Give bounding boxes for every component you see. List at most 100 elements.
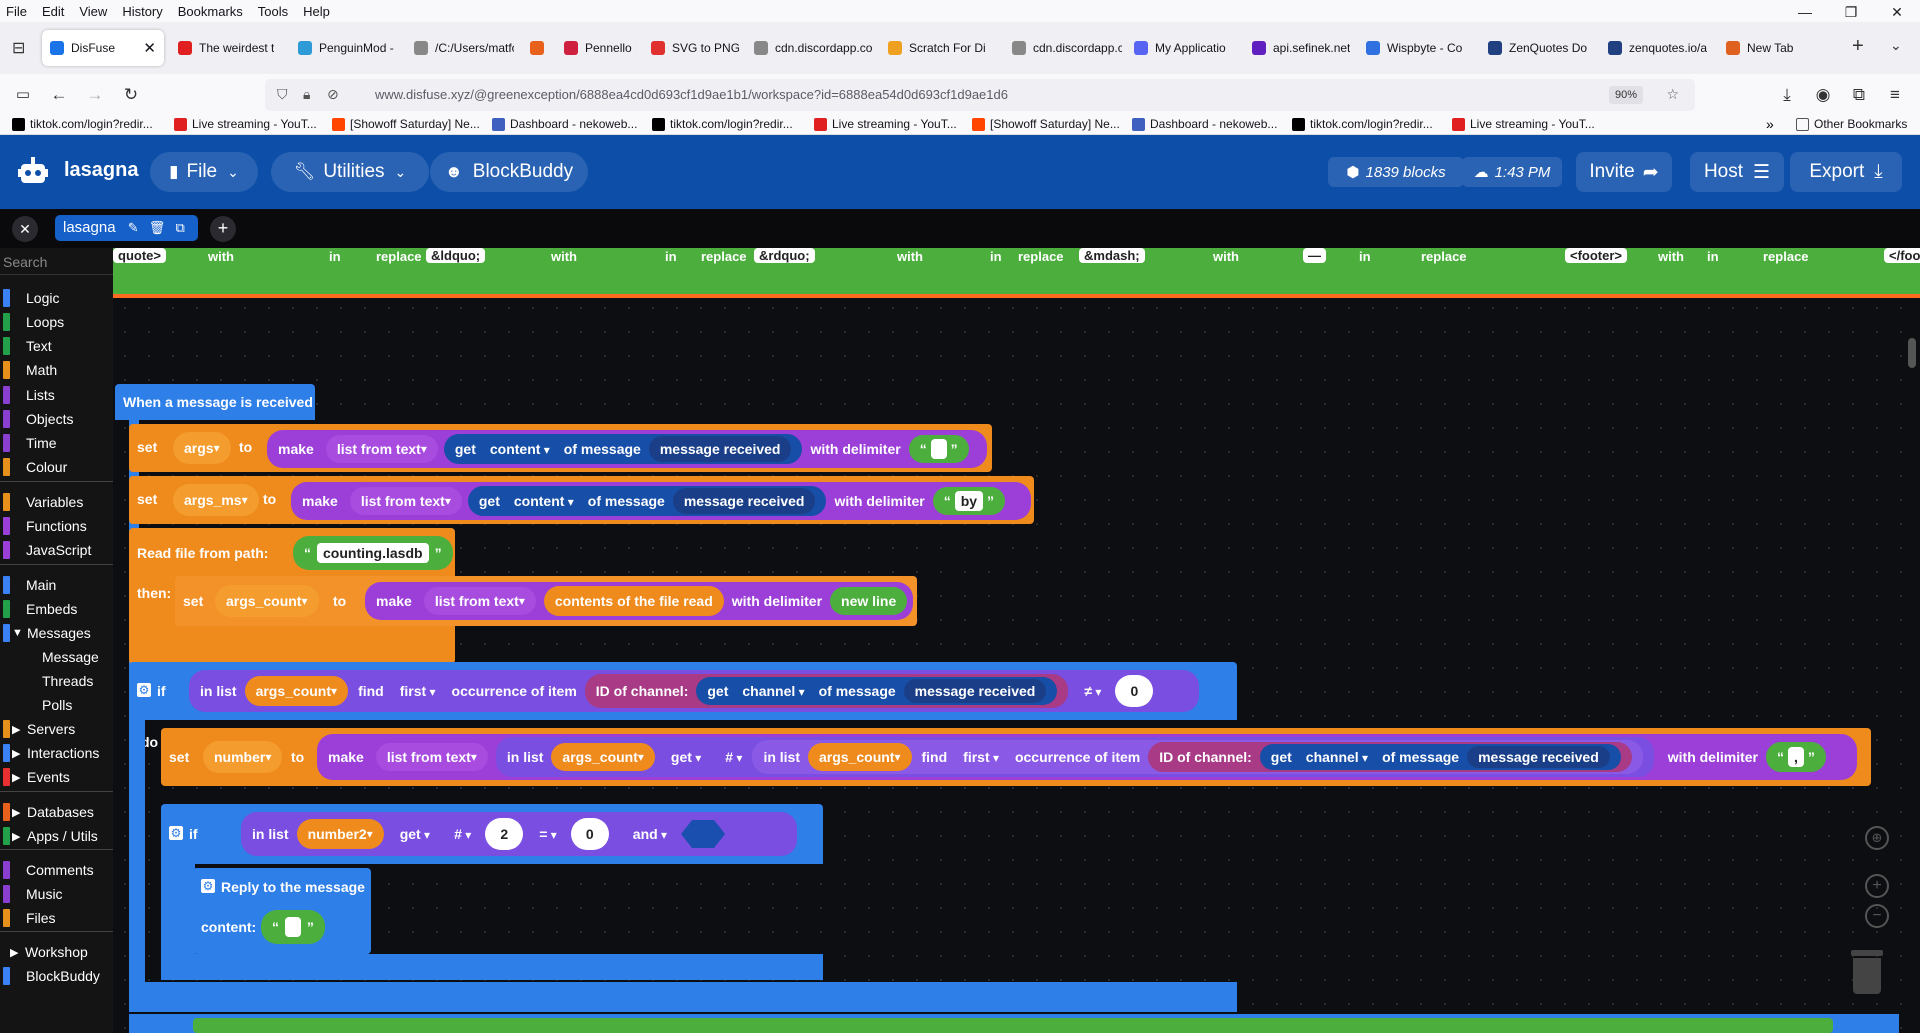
menu-help[interactable]: Help <box>303 3 330 19</box>
get-channel-block[interactable]: get channel of message message received <box>696 677 1058 705</box>
browser-tab[interactable]: api.sefinek.net <box>1244 30 1352 66</box>
sidebar-category[interactable]: Polls <box>42 697 73 713</box>
menu-view[interactable]: View <box>79 3 108 19</box>
sidebar-category[interactable]: Main <box>0 574 113 596</box>
get-mode-dropdown[interactable]: get <box>671 749 701 765</box>
gear-icon[interactable]: ⚙ <box>137 683 151 697</box>
sidebar-category[interactable]: Objects <box>0 408 113 430</box>
sidebar-category[interactable]: ▶Servers <box>0 718 113 740</box>
get-channel-block[interactable]: get channel of message message received <box>1259 744 1621 770</box>
get-content-block[interactable]: get content of message message received <box>467 486 827 516</box>
event-hat-block[interactable]: When a message is received <box>115 384 315 420</box>
sidebar-category[interactable]: Lists <box>0 384 113 406</box>
message-received-reporter[interactable]: message received <box>648 436 792 462</box>
restore-icon[interactable]: ❐ <box>1844 4 1858 20</box>
browser-tab[interactable]: The weirdest t <box>170 30 282 66</box>
index-mode-dropdown[interactable]: # <box>725 749 742 765</box>
minimize-icon[interactable]: — <box>1798 4 1812 20</box>
sidebar-category[interactable]: ▶Interactions <box>0 742 113 764</box>
copy-icon[interactable]: ⧉ <box>175 220 185 235</box>
reply-block[interactable]: ⚙ Reply to the message content: “ ” <box>193 868 371 954</box>
tab-list-icon[interactable]: ⊟ <box>12 40 26 57</box>
trash-icon[interactable]: 🗑︎ <box>148 220 166 235</box>
make-list-block[interactable]: make list from text contents of the file… <box>365 582 913 620</box>
text-literal[interactable]: quote> <box>113 248 166 263</box>
sidebar-category[interactable]: Files <box>0 907 113 929</box>
bookmark-star-icon[interactable]: ☆ <box>1666 86 1679 102</box>
bookmark-item[interactable]: Dashboard - nekoweb... <box>492 117 637 131</box>
zoom-in-icon[interactable]: + <box>1865 874 1889 898</box>
menu-file[interactable]: File <box>6 3 27 19</box>
text-literal[interactable]: &rdquo; <box>754 248 815 263</box>
sidebar-toggle-icon[interactable]: ▭ <box>15 86 31 103</box>
search-input[interactable]: Search <box>0 248 113 275</box>
variable-dropdown[interactable]: args_count <box>244 676 349 706</box>
find-mode-dropdown[interactable]: first <box>963 749 999 765</box>
permissions-icon[interactable]: ⊘ <box>327 86 339 102</box>
text-literal[interactable]: “ by ” <box>932 487 1006 515</box>
message-received-reporter[interactable]: message received <box>1467 746 1610 768</box>
property-dropdown[interactable]: channel <box>1306 749 1368 765</box>
browser-tab[interactable]: cdn.discordapp.co <box>1004 30 1122 66</box>
file-menu-button[interactable]: ▮ File ⌄ <box>150 152 258 192</box>
bookmark-item[interactable]: Dashboard - nekoweb... <box>1132 117 1277 131</box>
list-kind-dropdown[interactable]: list from text <box>325 435 438 463</box>
url-bar[interactable]: ⛉ 🔒︎ ⊘ www.disfuse.xyz/@greenexception/6… <box>265 79 1695 111</box>
browser-tab[interactable] <box>522 30 550 66</box>
bookmark-item[interactable]: Live streaming - YouT... <box>1452 117 1595 131</box>
text-literal[interactable]: “ , ” <box>1765 742 1826 772</box>
text-literal[interactable]: “ ” <box>261 910 325 944</box>
text-literal[interactable]: &mdash; <box>1079 248 1145 263</box>
message-received-reporter[interactable]: message received <box>903 679 1047 703</box>
text-literal[interactable]: — <box>1303 248 1326 263</box>
set-number-block[interactable]: set number to make list from text in lis… <box>161 728 1871 786</box>
sidebar-category[interactable]: Math <box>0 359 113 381</box>
sidebar-category[interactable]: Loops <box>0 311 113 333</box>
variable-dropdown[interactable]: number <box>203 741 283 773</box>
find-occurrence-block[interactable]: in list args_count find first occurrence… <box>752 740 1643 774</box>
get-content-block[interactable]: get content of message message received <box>443 434 803 464</box>
list-get-block[interactable]: in list args_count get # in list args_co… <box>495 737 1654 777</box>
operator-dropdown[interactable]: ≠ <box>1084 683 1101 699</box>
sidebar-category[interactable]: Threads <box>42 673 94 689</box>
get-mode-dropdown[interactable]: get <box>400 826 430 842</box>
sidebar-category[interactable]: ▶Apps / Utils <box>0 825 113 847</box>
property-dropdown[interactable]: content <box>490 441 550 457</box>
new-line-reporter[interactable]: new line <box>830 587 908 615</box>
condition-block[interactable]: in list number2 get # 2 = 0 and <box>241 812 797 856</box>
number-literal[interactable]: 0 <box>1115 675 1154 707</box>
set-args-ms-block[interactable]: set args_ms to make list from text get c… <box>129 476 1034 524</box>
number-literal[interactable]: 2 <box>485 818 524 850</box>
file-contents-reporter[interactable]: contents of the file read <box>543 586 724 616</box>
sidebar-category[interactable]: Embeds <box>0 598 113 620</box>
sidebar-category[interactable]: ▼Messages <box>0 622 113 644</box>
close-workspace-button[interactable]: ✕ <box>12 216 38 242</box>
variable-dropdown[interactable]: args_count <box>808 743 912 771</box>
bookmark-item[interactable]: Live streaming - YouT... <box>174 117 317 131</box>
browser-tab[interactable]: Pennello E <box>556 30 636 66</box>
make-list-block[interactable]: make list from text get content of messa… <box>267 430 987 468</box>
sidebar-category[interactable]: Colour <box>0 456 113 478</box>
account-icon[interactable]: ◉ <box>1815 85 1831 104</box>
sidebar-category[interactable]: Message <box>42 649 99 665</box>
property-dropdown[interactable]: content <box>514 493 574 509</box>
browser-tab[interactable]: My Applicatio <box>1126 30 1238 66</box>
bookmark-item[interactable]: Live streaming - YouT... <box>814 117 957 131</box>
bookmarks-overflow-icon[interactable]: » <box>1766 116 1774 132</box>
browser-tab[interactable]: SVG to PNG – <box>643 30 739 66</box>
export-button[interactable]: Export ⤓ <box>1790 152 1902 192</box>
bookmark-item[interactable]: tiktok.com/login?redir... <box>1292 117 1433 131</box>
browser-tab[interactable]: /C:/Users/matfo/D <box>406 30 514 66</box>
variable-dropdown[interactable]: args <box>173 432 231 464</box>
make-list-block[interactable]: make list from text in list args_count g… <box>317 734 1857 780</box>
window-close-icon[interactable]: ✕ <box>1891 4 1903 20</box>
sidebar-category[interactable]: Functions <box>0 515 113 537</box>
sidebar-category[interactable]: ▶Databases <box>0 801 113 823</box>
bookmark-item[interactable]: tiktok.com/login?redir... <box>652 117 793 131</box>
workspace-tab[interactable]: lasagna ✎ 🗑︎ ⧉ <box>55 215 198 241</box>
sidebar-category[interactable]: Text <box>0 335 113 357</box>
menu-tools[interactable]: Tools <box>257 3 289 19</box>
sidebar-category[interactable]: Variables <box>0 491 113 513</box>
